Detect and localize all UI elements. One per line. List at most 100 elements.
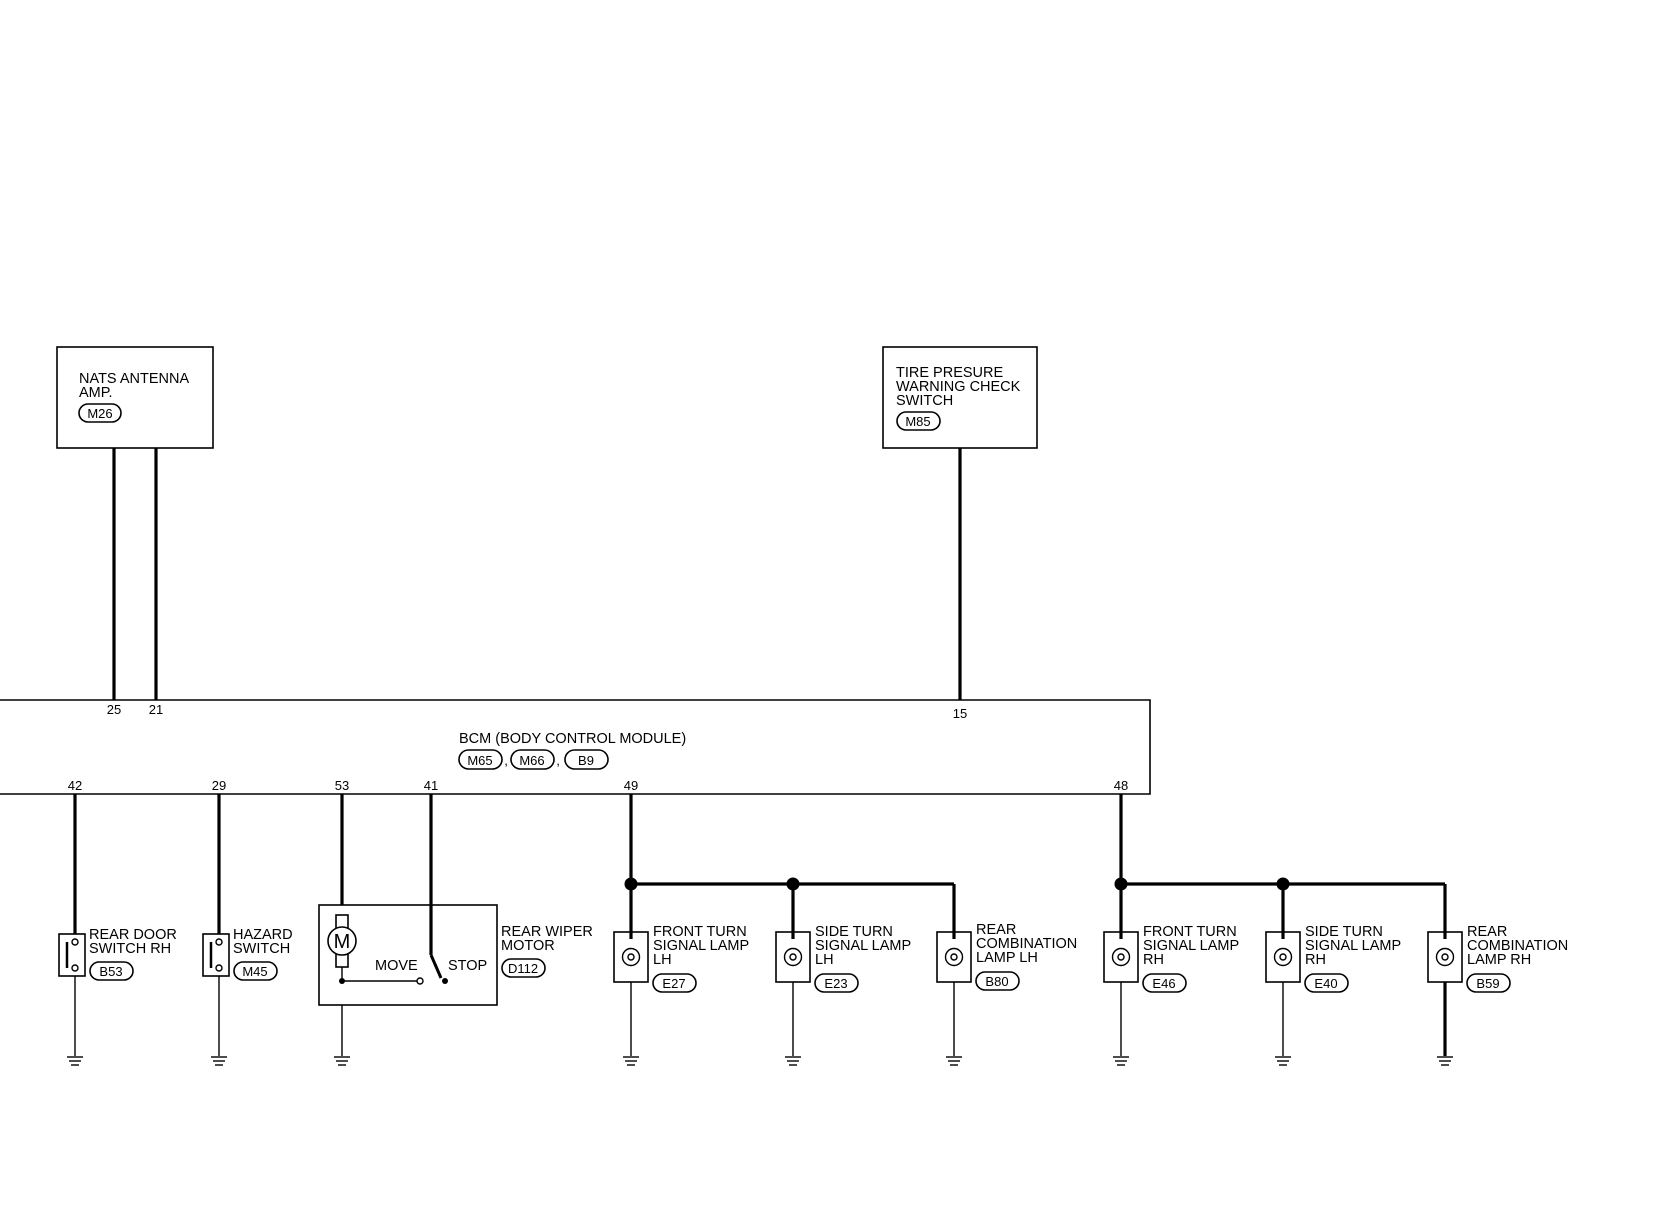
rear-wiper-motor: M MOVE STOP REAR WIPER MOTOR D112 — [318, 794, 593, 1066]
ground-icon — [623, 1056, 639, 1066]
wiper-switch-blade — [429, 954, 443, 979]
side-turn-signal-lamp-rh: SIDE TURN SIGNAL LAMP RH E40 — [1265, 924, 1401, 1066]
rear-door-switch-rh: REAR DOOR SWITCH RH B53 — [58, 794, 177, 1066]
connector-badge-e40 — [1304, 973, 1349, 993]
pin-label-53: 53 — [335, 778, 349, 793]
lamp-body — [936, 931, 972, 983]
move-terminal — [416, 977, 424, 985]
pin-label-25: 25 — [107, 702, 121, 717]
connector-badge-e27 — [652, 973, 697, 993]
connector-badge-b9 — [564, 749, 609, 770]
connector-label-m26: M26 — [87, 406, 112, 421]
nats-antenna-amp-box — [56, 346, 214, 449]
nats-label-line2: AMP. — [79, 385, 113, 401]
connector-label-e27: E27 — [662, 976, 685, 991]
side-turn-rh-label-line1: SIDE TURN — [1305, 924, 1383, 940]
ground-icon — [946, 1056, 962, 1066]
front-turn-rh-label-line1: FRONT TURN — [1143, 924, 1237, 940]
nats-antenna-amp: NATS ANTENNA AMP. M26 — [56, 346, 214, 449]
connector-label-m66: M66 — [519, 753, 544, 768]
bcm-box — [0, 699, 1151, 795]
tire-label-line1: TIRE PRESURE — [896, 365, 1003, 381]
ground-icon — [1113, 1056, 1129, 1066]
junction-dot — [786, 877, 800, 891]
hazard-switch: HAZARD SWITCH M45 — [202, 794, 293, 1066]
front-turn-rh-label-line3: RH — [1143, 952, 1164, 968]
pin-label-41: 41 — [424, 778, 438, 793]
junction-dot — [1276, 877, 1290, 891]
tire-pressure-switch: TIRE PRESURE WARNING CHECK SWITCH M85 — [882, 346, 1038, 449]
rear-door-switch-label-line2: SWITCH RH — [89, 941, 171, 957]
switch-terminal — [215, 964, 223, 972]
pin-label-49: 49 — [624, 778, 638, 793]
front-turn-rh-label-line2: SIGNAL LAMP — [1143, 938, 1239, 954]
motor-symbol: M — [334, 931, 351, 953]
switch-terminal — [215, 938, 223, 946]
junction-dot — [1114, 877, 1128, 891]
ground-icon — [785, 1056, 801, 1066]
lamp-body — [1103, 931, 1139, 983]
side-turn-lh-label-line1: SIDE TURN — [815, 924, 893, 940]
nats-label-line1: NATS ANTENNA — [79, 371, 189, 387]
front-turn-signal-lamp-lh: FRONT TURN SIGNAL LAMP LH E27 — [613, 924, 749, 1066]
turn-signal-bus-rh — [1114, 794, 1447, 939]
junction-dot — [624, 877, 638, 891]
connector-badge-d112 — [501, 958, 546, 978]
switch-terminal — [71, 938, 79, 946]
rear-comb-rh-label-line1: REAR — [1467, 924, 1507, 940]
ground-icon — [67, 1056, 83, 1066]
pin-label-21: 21 — [149, 702, 163, 717]
switch-body — [202, 933, 230, 977]
switch-terminal — [71, 964, 79, 972]
side-turn-signal-lamp-lh: SIDE TURN SIGNAL LAMP LH E23 — [775, 924, 911, 1066]
connector-badge-m45 — [233, 961, 278, 981]
connector-badge-b59 — [1466, 973, 1511, 993]
connector-separator: , — [504, 753, 508, 768]
tire-label-line3: SWITCH — [896, 393, 953, 409]
lamp-body — [1265, 931, 1301, 983]
connector-label-m45: M45 — [242, 964, 267, 979]
connector-label-b53: B53 — [99, 964, 122, 979]
hazard-switch-label-line2: SWITCH — [233, 941, 290, 957]
connector-separator: , — [556, 753, 560, 768]
hazard-switch-label-line1: HAZARD — [233, 927, 293, 943]
rear-comb-lh-label-line2: COMBINATION — [976, 936, 1077, 952]
bcm-title: BCM (BODY CONTROL MODULE) — [459, 731, 686, 747]
connector-badge-e23 — [814, 973, 859, 993]
front-turn-signal-lamp-rh: FRONT TURN SIGNAL LAMP RH E46 — [1103, 924, 1239, 1066]
connector-label-b9: B9 — [578, 753, 594, 768]
connector-badge-m85 — [896, 411, 941, 431]
connector-badge-m66 — [510, 749, 555, 770]
rear-wiper-motor-label-line1: REAR WIPER — [501, 924, 593, 940]
connector-badge-b80 — [975, 971, 1020, 991]
pin-label-15: 15 — [953, 706, 967, 721]
lamp-body — [613, 931, 649, 983]
rear-comb-lh-label-line3: LAMP LH — [976, 950, 1038, 966]
rear-wiper-motor-box — [318, 904, 498, 1006]
pin-label-48: 48 — [1114, 778, 1128, 793]
move-label: MOVE — [375, 958, 418, 974]
connector-label-b80: B80 — [985, 974, 1008, 989]
lamp-body — [775, 931, 811, 983]
side-turn-rh-label-line3: RH — [1305, 952, 1326, 968]
bulb-icon — [1435, 947, 1455, 967]
side-turn-lh-label-line3: LH — [815, 952, 834, 968]
ground-icon — [1437, 1056, 1453, 1066]
connector-label-e23: E23 — [824, 976, 847, 991]
pin-label-29: 29 — [212, 778, 226, 793]
front-turn-lh-label-line3: LH — [653, 952, 672, 968]
turn-signal-bus-lh — [624, 794, 956, 939]
connector-label-m85: M85 — [905, 414, 930, 429]
side-turn-rh-label-line2: SIGNAL LAMP — [1305, 938, 1401, 954]
front-turn-lh-label-line1: FRONT TURN — [653, 924, 747, 940]
stop-label: STOP — [448, 958, 487, 974]
ground-icon — [1275, 1056, 1291, 1066]
connector-label-m65: M65 — [467, 753, 492, 768]
side-turn-lh-label-line2: SIGNAL LAMP — [815, 938, 911, 954]
bulb-icon — [783, 947, 803, 967]
connector-label-e46: E46 — [1152, 976, 1175, 991]
bulb-icon — [944, 947, 964, 967]
rear-door-switch-label-line1: REAR DOOR — [89, 927, 177, 943]
bulb-icon — [1273, 947, 1293, 967]
